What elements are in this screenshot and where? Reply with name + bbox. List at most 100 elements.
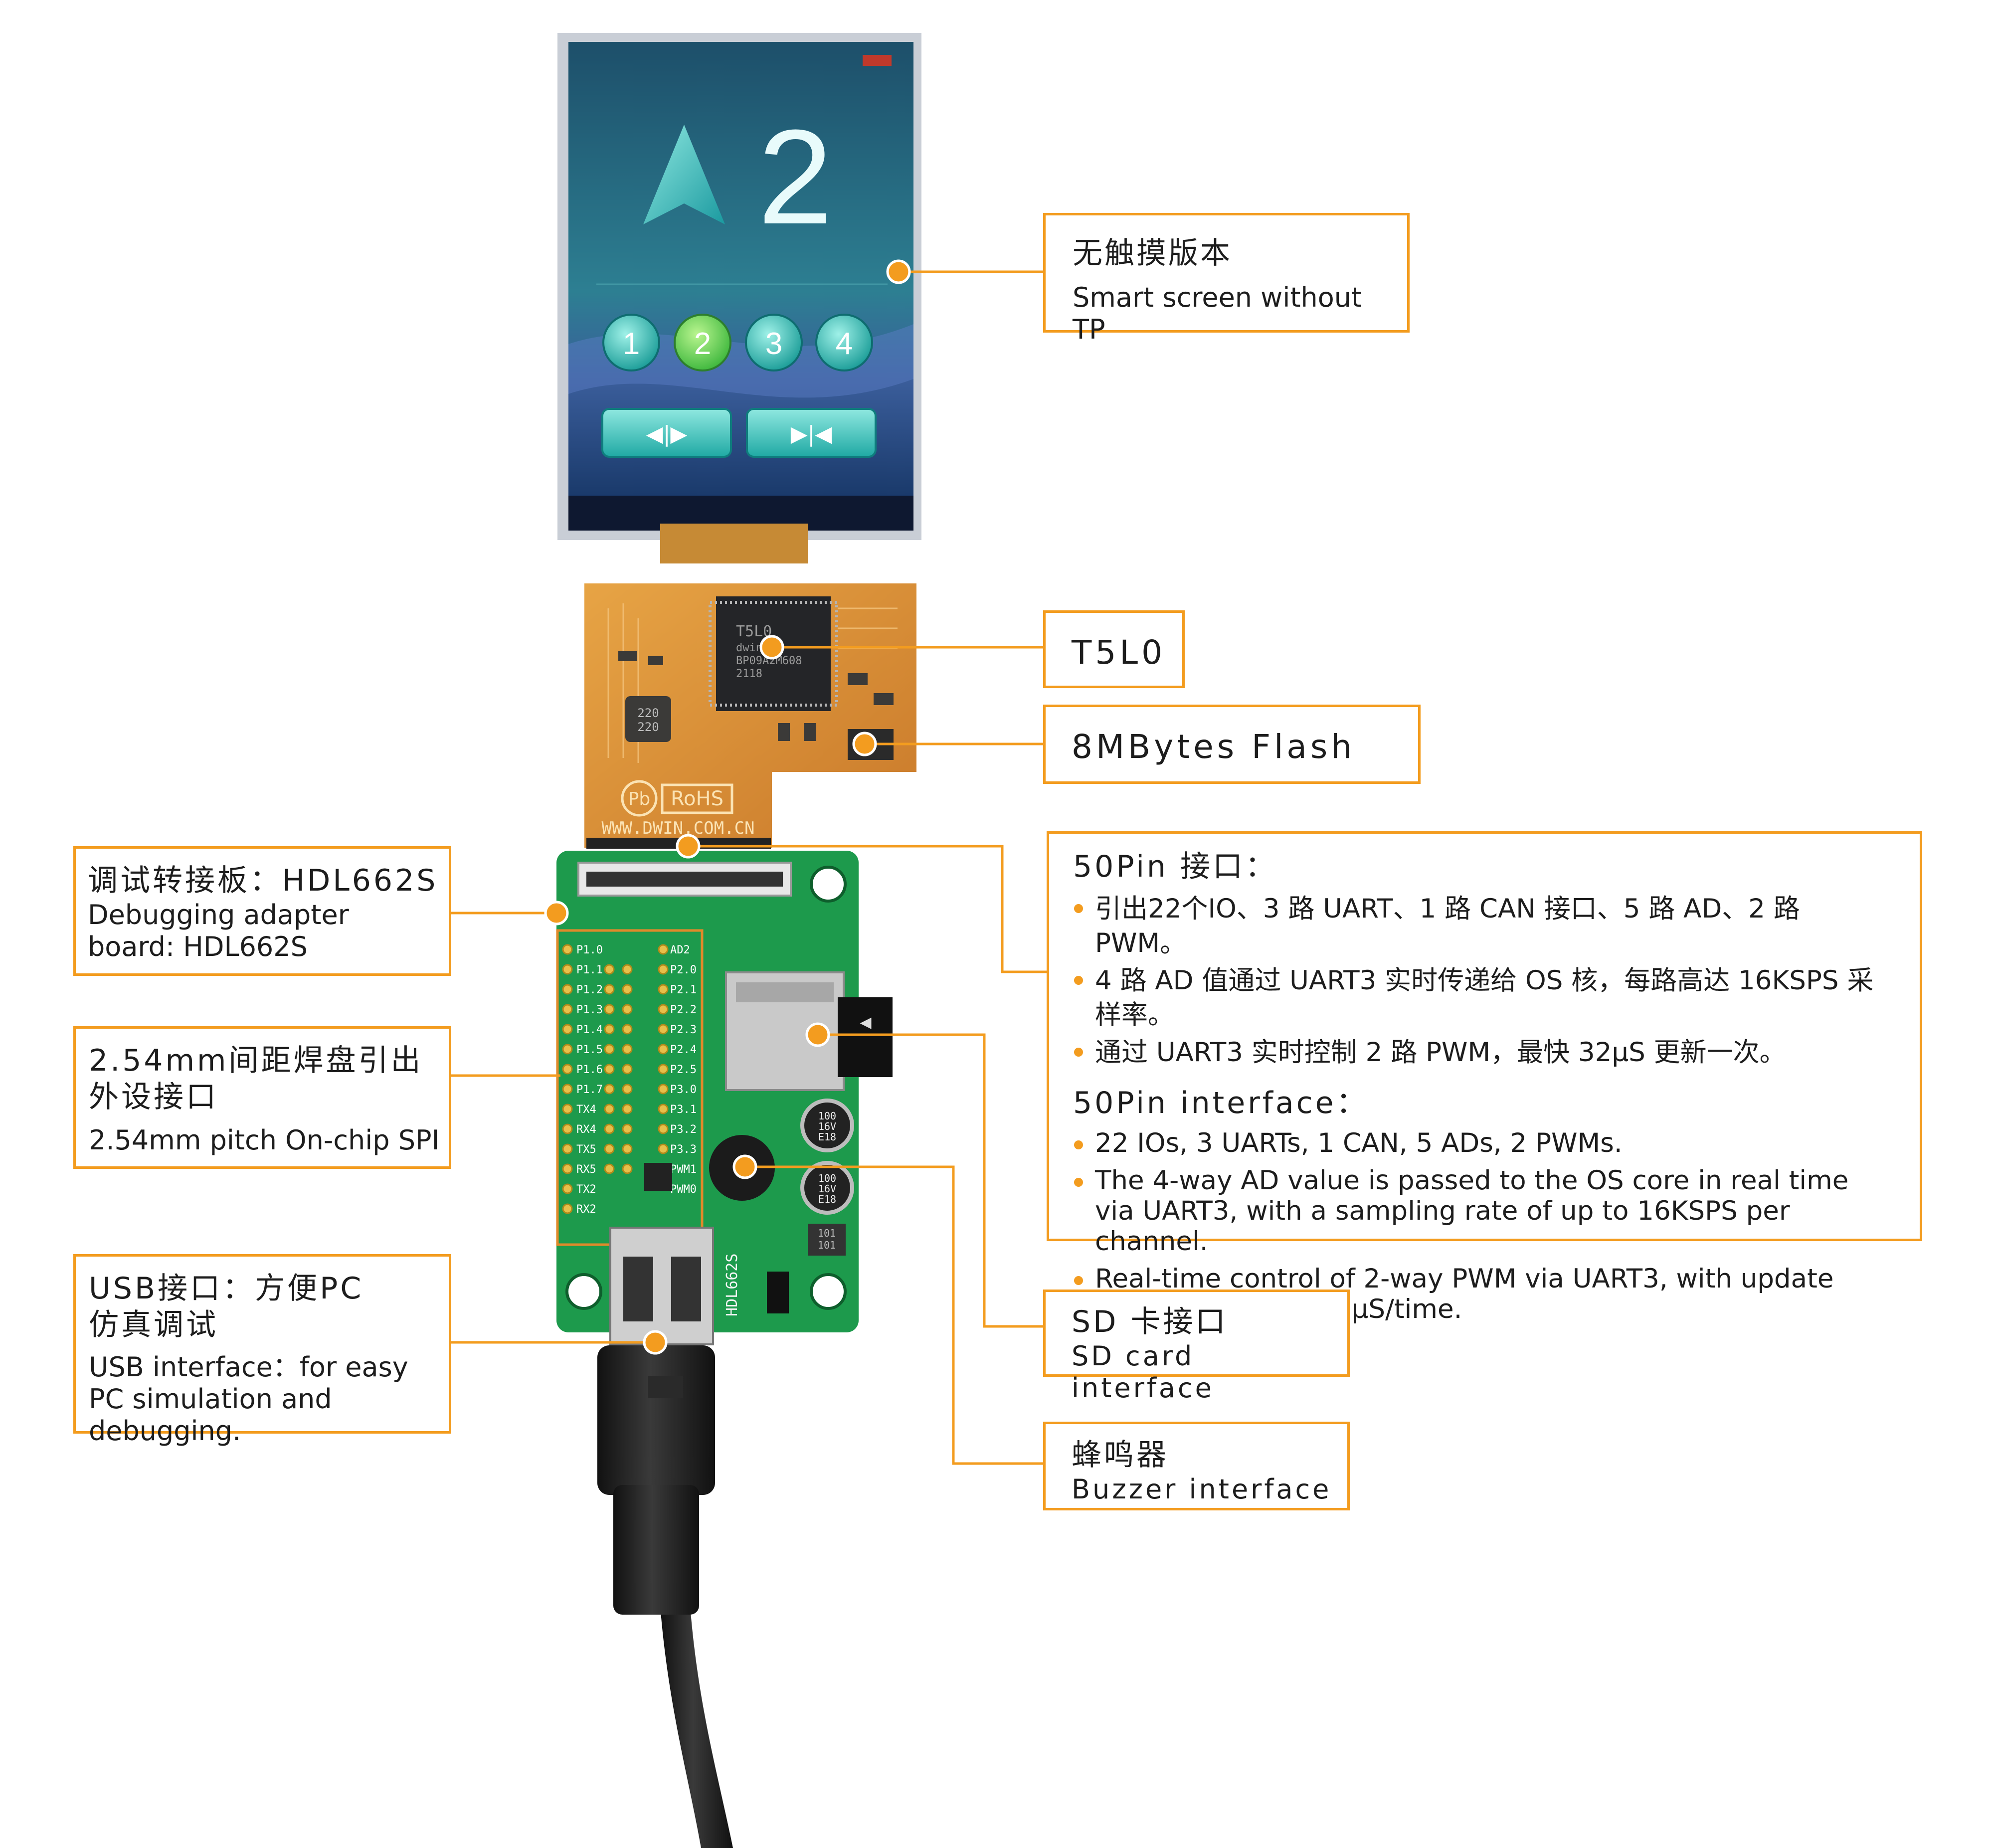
pin-label: P2.1 [670, 984, 697, 996]
cap-marking: E18 [818, 1193, 836, 1205]
cap-marking: 16V [818, 1120, 836, 1132]
callout-50pin-en-title: 50Pin interface： [1073, 1085, 1369, 1120]
cap-marking: 100 [818, 1110, 836, 1122]
screen-button-4[interactable]: 4 [815, 314, 873, 371]
list-item-text: The 4-way AD value is passed to the OS c… [1095, 1165, 1849, 1257]
callout-sd: SD 卡接口 SD card interface [1043, 1290, 1350, 1404]
callout-screen-zh: 无触摸版本 [1073, 236, 1232, 271]
screen-button-2[interactable]: 2 [674, 314, 731, 371]
screen-button-label: 3 [765, 327, 782, 361]
leader-lines [451, 270, 1047, 1465]
cap-marking: 100 [818, 1172, 836, 1184]
callout-50pin: 50Pin 接口： 引出22个IO、3 路 UART、1 路 CAN 接口、5 … [1047, 831, 1922, 1324]
callout-flash: 8MBytes Flash [1043, 705, 1421, 784]
bullet-dot-icon [1074, 1177, 1083, 1187]
pin-label: P1.6 [576, 1064, 603, 1076]
pin-label: P1.0 [576, 944, 603, 956]
dwin-logo-icon [863, 55, 892, 66]
pin-label: P3.1 [670, 1104, 697, 1116]
chip-marking: 2118 [736, 668, 762, 680]
inductor2-marking: 101 [818, 1227, 836, 1239]
screen-button-label: 1 [623, 327, 640, 361]
callout-50pin-zh-list: 引出22个IO、3 路 UART、1 路 CAN 接口、5 路 AD、2 路 P… [1073, 892, 1896, 1070]
bullet-dot-icon [1074, 1276, 1083, 1285]
nav-right-symbol: ▶|◀ [791, 421, 832, 447]
pin-label: PWM1 [670, 1163, 697, 1176]
pin-label: P1.7 [576, 1084, 603, 1096]
callout-pads-zh: 2.54mm间距焊盘引出外设接口 [89, 1043, 423, 1115]
bullet-dot-icon [1074, 1140, 1083, 1149]
callout-usb-en: USB interface：for easy PC simulation and… [89, 1351, 408, 1447]
lcd-screen: 2 1 2 3 4 ◀|▶ ▶|◀ [557, 33, 921, 540]
pin-label: P3.3 [670, 1143, 697, 1156]
callout-screen: 无触摸版本 Smart screen without TP [1043, 213, 1410, 345]
screen-nav-left-button[interactable]: ◀|▶ [601, 408, 732, 458]
list-item: 22 IOs, 3 UARTs, 1 CAN, 5 ADs, 2 PWMs. [1073, 1128, 1896, 1159]
pin-label: P1.5 [576, 1044, 603, 1056]
cap-marking: 16V [818, 1183, 836, 1195]
callout-usb-zh: USB接口：方便PC仿真调试 [89, 1271, 364, 1343]
callout-sd-zh: SD 卡接口 [1072, 1304, 1228, 1339]
pin-label: TX5 [576, 1143, 596, 1156]
callout-t5l0-label: T5L0 [1072, 633, 1166, 672]
callout-debug-zh: 调试转接板：HDL662S [88, 863, 438, 898]
inductor: 220 220 [625, 696, 671, 742]
pin-label: P1.1 [576, 964, 603, 976]
inductor2-marking: 101 [818, 1239, 836, 1251]
callout-debug-board: 调试转接板：HDL662S Debugging adapter board: H… [73, 846, 451, 976]
pin-label: P2.4 [670, 1044, 697, 1056]
callout-pads: 2.54mm间距焊盘引出外设接口 2.54mm pitch On-chip SP… [73, 1026, 451, 1169]
inductor-marking: 220 [637, 706, 659, 720]
list-item-text: 引出22个IO、3 路 UART、1 路 CAN 接口、5 路 AD、2 路 P… [1095, 894, 1800, 959]
list-item-text: 4 路 AD 值通过 UART3 实时传递给 OS 核，每路高达 16KSPS … [1095, 965, 1874, 1030]
screen-button-3[interactable]: 3 [745, 314, 803, 371]
rohs-text: RoHS [671, 787, 724, 810]
board-label: HDL662S [724, 1254, 741, 1316]
pin-label: TX4 [576, 1104, 596, 1116]
screen-button-label: 4 [836, 327, 853, 361]
pin-label: P2.5 [670, 1064, 697, 1076]
callout-sd-en: SD card interface [1072, 1340, 1214, 1404]
pin-label: RX4 [576, 1123, 596, 1136]
callout-usb: USB接口：方便PC仿真调试 USB interface：for easy PC… [73, 1254, 451, 1447]
list-item: The 4-way AD value is passed to the OS c… [1073, 1165, 1896, 1257]
list-item-text: 22 IOs, 3 UARTs, 1 CAN, 5 ADs, 2 PWMs. [1095, 1127, 1623, 1158]
callout-50pin-en-list: 22 IOs, 3 UARTs, 1 CAN, 5 ADs, 2 PWMs. T… [1073, 1128, 1896, 1325]
screen-nav-right-button[interactable]: ▶|◀ [746, 408, 877, 458]
callout-pads-en: 2.54mm pitch On-chip SPI [89, 1124, 440, 1156]
pin-label: TX2 [576, 1183, 596, 1196]
screen-button-1[interactable]: 1 [602, 314, 660, 371]
inductor-marking: 220 [637, 720, 659, 734]
screen-button-label: 2 [694, 327, 711, 361]
callout-buzzer-zh: 蜂鸣器 [1072, 1438, 1169, 1473]
eject-icon: ◀ [860, 1014, 871, 1031]
nav-left-symbol: ◀|▶ [646, 421, 688, 447]
callout-screen-en: Smart screen without TP [1073, 282, 1362, 345]
fpc-url: WWW.DWIN.COM.CN [601, 818, 754, 838]
capacitor: 100 16V E18 [800, 1099, 854, 1152]
list-item: 通过 UART3 实时控制 2 路 PWM，最快 32μS 更新一次。 [1073, 1036, 1896, 1070]
pin-label: AD2 [670, 944, 690, 956]
pin-label: P3.2 [670, 1123, 697, 1136]
callout-buzzer: 蜂鸣器 Buzzer interface [1043, 1422, 1350, 1510]
callout-t5l0: T5L0 [1043, 610, 1185, 688]
list-item-text: 通过 UART3 实时控制 2 路 PWM，最快 32μS 更新一次。 [1095, 1037, 1786, 1068]
chip-marking: dwin [736, 642, 762, 654]
adapter-board: P1.0P1.1P1.2P1.3P1.4P1.5P1.6P1.7TX4RX4TX… [556, 851, 893, 1345]
cap-marking: E18 [818, 1131, 836, 1143]
leader-dots [544, 259, 911, 1355]
callout-debug-en: Debugging adapter board: HDL662S [88, 899, 349, 962]
usb-port[interactable] [609, 1227, 714, 1345]
pin-label: PWM0 [670, 1183, 697, 1196]
usb-cable [597, 1345, 733, 1848]
rohs-badge [661, 783, 733, 814]
inductor-2: 101 101 [808, 1224, 846, 1256]
pin-label: P2.2 [670, 1004, 697, 1016]
pin-label: RX5 [576, 1163, 596, 1176]
pin-label: RX2 [576, 1203, 596, 1216]
bullet-dot-icon [1074, 904, 1083, 914]
bullet-dot-icon [1074, 1047, 1083, 1057]
pin-label: P1.4 [576, 1024, 603, 1036]
pin-label: P1.3 [576, 1004, 603, 1016]
